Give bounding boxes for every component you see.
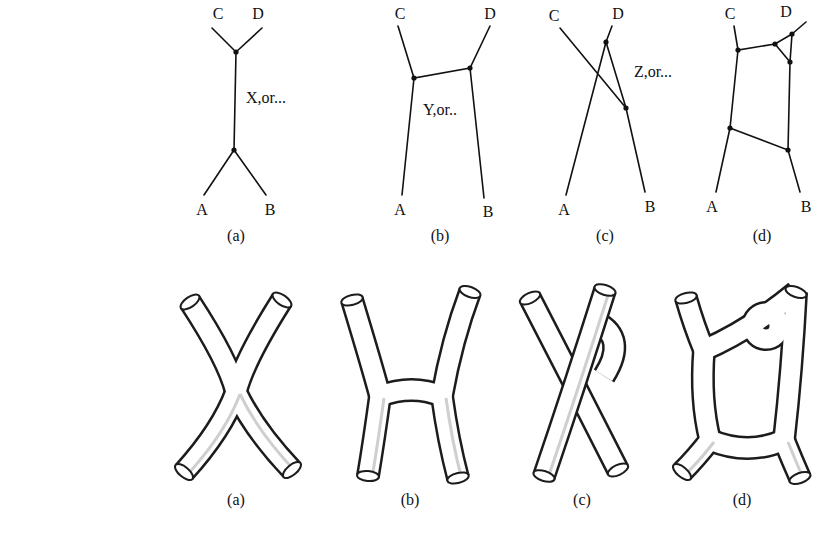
figure-label: D	[252, 6, 264, 22]
figure-label: (b)	[401, 492, 420, 508]
figure-label: B	[645, 199, 656, 215]
figure-label: (d)	[733, 492, 752, 508]
figure-label: Z,or...	[634, 64, 672, 80]
figure-label: (d)	[753, 228, 772, 244]
figure-label: C	[213, 6, 224, 22]
figure-label: B	[265, 202, 276, 218]
figure-label: C	[725, 6, 736, 22]
figure-label: D	[484, 6, 496, 22]
diagram-c-lines	[560, 26, 645, 195]
figure-label: D	[612, 6, 624, 22]
figure-label: C	[549, 8, 560, 24]
figure-label: (a)	[227, 228, 245, 244]
figure-label: (c)	[573, 492, 591, 508]
figure-label: A	[394, 202, 406, 218]
figure-label: Y,or..	[423, 102, 457, 118]
figure-label: X,or...	[246, 90, 286, 106]
diagram-d-lines	[716, 22, 806, 192]
diagram-b-lines	[398, 26, 490, 198]
figure-label: B	[483, 204, 494, 220]
figure-label: C	[395, 6, 406, 22]
figure-label: (c)	[596, 228, 614, 244]
figure-label: D	[780, 4, 792, 20]
figure-label: A	[196, 202, 208, 218]
diagram-a-lines	[204, 28, 266, 195]
figure-label: (b)	[431, 228, 450, 244]
figure-label: B	[801, 199, 812, 215]
figure-label: (a)	[227, 492, 245, 508]
figure-label: A	[558, 202, 570, 218]
figure-label: A	[706, 199, 718, 215]
worldsheet-tubes	[172, 282, 812, 487]
